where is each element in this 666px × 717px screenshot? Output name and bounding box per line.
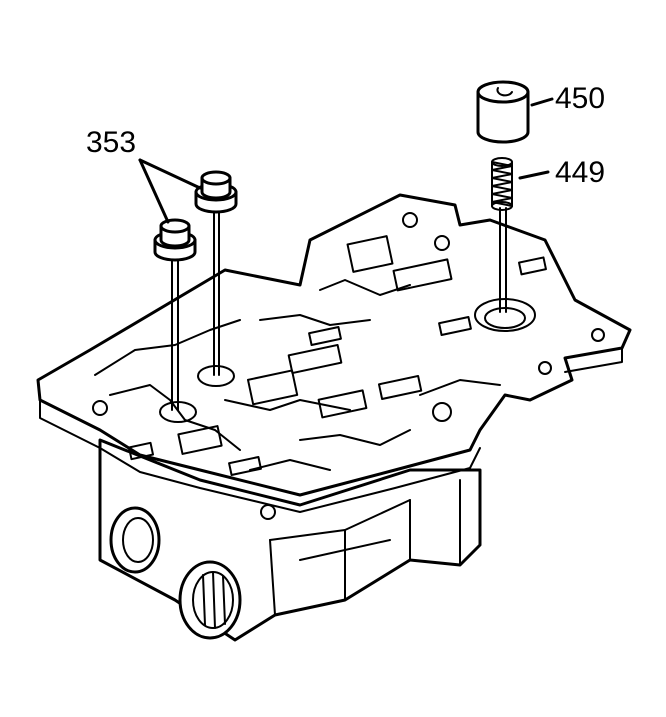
leader-450 xyxy=(530,97,554,107)
leader-449 xyxy=(518,170,550,180)
spring-449 xyxy=(491,157,513,211)
callout-353: 353 xyxy=(86,126,137,159)
housing-port-right xyxy=(178,560,242,640)
pin-353-upper xyxy=(194,170,238,214)
pin-353-lower xyxy=(153,218,197,262)
spacer-plate xyxy=(36,193,632,520)
assembly-guide-lines xyxy=(171,207,507,411)
callout-449: 449 xyxy=(555,156,606,189)
housing-port-left xyxy=(109,506,161,574)
cap-450 xyxy=(476,80,530,144)
leader-353 xyxy=(138,158,202,224)
callout-450: 450 xyxy=(555,82,606,115)
